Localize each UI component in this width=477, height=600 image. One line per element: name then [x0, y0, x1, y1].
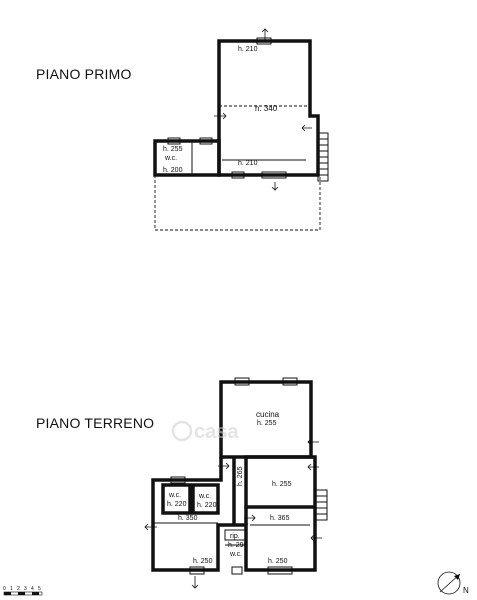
- ground-floor-plan: cucina h. 255 h. 255 h. 265 w.c. h. 220 …: [144, 377, 328, 589]
- window-mark: [231, 171, 245, 179]
- room-height-label: h. 210: [238, 160, 258, 167]
- compass-icon: [437, 571, 461, 595]
- arrow-icon: [214, 112, 227, 120]
- scale-label: 3: [24, 586, 27, 592]
- ground-floor-stairs: [314, 489, 328, 521]
- room-name-label: rip.: [230, 533, 240, 540]
- arrow-icon: [307, 463, 319, 471]
- ground-lower-block: [151, 457, 317, 572]
- room-height-label: h. 250: [268, 558, 288, 565]
- arrow-icon: [271, 182, 279, 191]
- room-name-label: cucina: [256, 410, 280, 419]
- room-height-label: h. 350: [178, 515, 198, 522]
- window-mark: [234, 377, 250, 386]
- window-mark: [189, 566, 205, 575]
- watermark-logo-icon: [171, 420, 193, 442]
- scale-label: 5: [38, 586, 41, 592]
- room-height-label: h. 250: [193, 558, 213, 565]
- room-height-label: h. 210: [238, 46, 258, 53]
- arrow-icon: [144, 523, 157, 531]
- first-floor-wc-wing: [153, 139, 221, 177]
- watermark-text: casa: [194, 421, 239, 443]
- window-mark: [267, 566, 293, 575]
- room-height-label: h. 365: [270, 515, 290, 522]
- window-mark: [256, 37, 272, 45]
- ground-wc-1: [161, 483, 192, 515]
- scale-bar: 0 1 2 3 4 5: [3, 586, 43, 596]
- floor-title-ground: PIANO TERRENO: [36, 415, 154, 431]
- watermark: casa: [171, 420, 239, 443]
- first-floor-terrace-outline: [154, 175, 321, 231]
- room-height-label: h. 255: [163, 146, 183, 153]
- scale-label: 4: [31, 586, 34, 592]
- scale-label: 2: [17, 586, 20, 592]
- compass: N: [437, 571, 469, 595]
- ground-wc-2: [191, 483, 220, 515]
- floor-title-first: PIANO PRIMO: [36, 66, 132, 82]
- room-height-label: h. 220: [197, 502, 217, 509]
- room-height-label: h. 255: [272, 481, 292, 488]
- room-name-label: w.c.: [229, 551, 242, 558]
- window-mark: [261, 171, 287, 179]
- scale-label: 0: [3, 586, 6, 592]
- room-name-label: w.c.: [198, 493, 211, 500]
- room-height-label: h. 200: [163, 167, 183, 174]
- room-name-label: w.c.: [168, 492, 181, 499]
- room-height-label: h. 265: [237, 466, 244, 486]
- arrow-icon: [261, 28, 269, 40]
- room-height-label: h. 340: [255, 104, 278, 113]
- arrow-icon: [307, 438, 319, 446]
- window-mark: [170, 476, 186, 484]
- arrow-icon: [244, 514, 256, 522]
- arrow-icon: [218, 462, 230, 470]
- window-mark: [231, 566, 243, 575]
- room-height-label: h. 220: [167, 501, 187, 508]
- room-name-label: w.c.: [164, 155, 177, 162]
- first-floor-stairs: [317, 132, 329, 182]
- first-floor-plan: h. 210 h. 340 h. 210 h. 255 w.c. h. 200: [153, 28, 329, 231]
- arrow-icon: [301, 124, 312, 132]
- ground-rip: [224, 529, 246, 541]
- room-height-label: h. 255: [257, 420, 277, 427]
- arrow-icon: [191, 576, 199, 589]
- scale-label: 1: [10, 586, 13, 592]
- window-mark: [167, 137, 181, 145]
- room-height-label: h. 295: [228, 542, 248, 549]
- compass-north-label: N: [463, 586, 469, 595]
- window-mark: [282, 377, 298, 386]
- arrow-icon: [310, 534, 322, 542]
- window-mark: [199, 137, 213, 145]
